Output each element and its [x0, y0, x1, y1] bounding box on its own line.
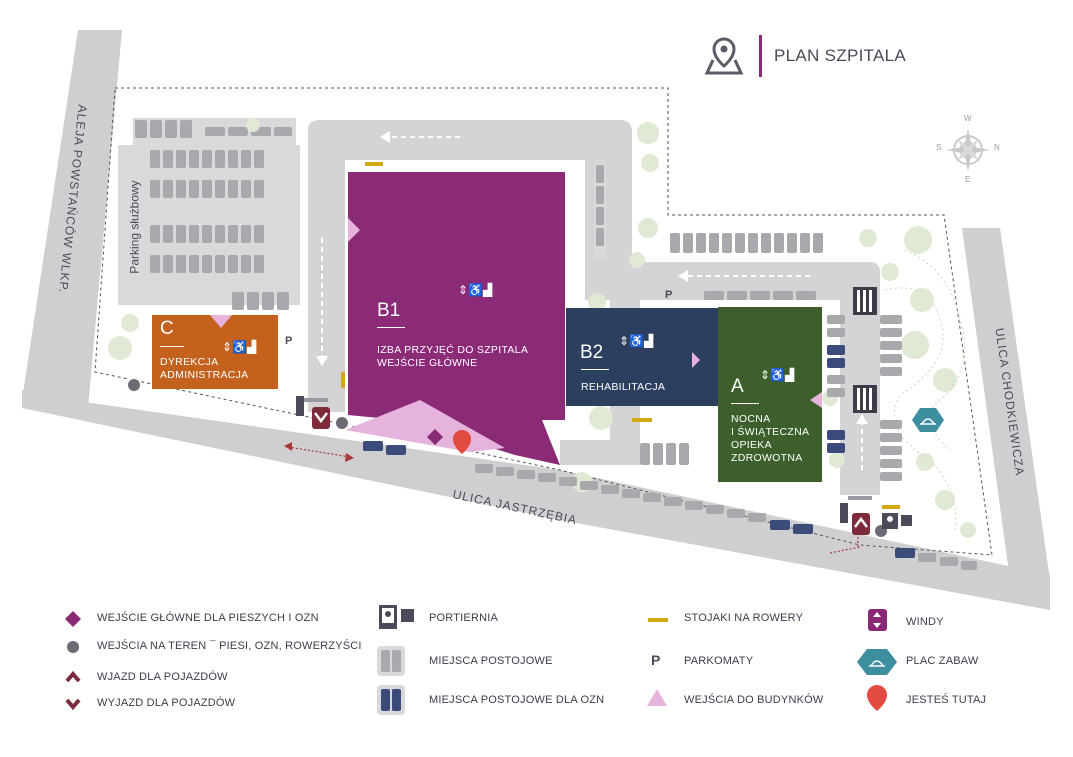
legend-parkomats-label: PARKOMATY — [684, 655, 754, 667]
building-a-letter: A — [731, 376, 744, 397]
trees — [108, 118, 976, 538]
b2-amenity-icons: ⇕♿▟ — [619, 334, 654, 348]
building-b1 — [348, 172, 565, 465]
building-b1-rule — [377, 327, 405, 328]
legend-ozn-parking-label: MIEJSCA POSTOJOWE DLA OZN — [429, 694, 605, 706]
legend-ozn-parking: MIEJSCA POSTOJOWE DLA OZN — [429, 694, 604, 706]
porter-lodge — [882, 513, 912, 529]
bike-racks — [341, 162, 900, 509]
legend-parkomats: PARKOMATY — [684, 655, 753, 667]
legend-main-entrance: WEJŚCIE GŁÓWNE DLA PIESZYCH I OZN — [97, 612, 319, 624]
header-divider — [759, 35, 762, 77]
legend-vehicle-exit: WYJAZD DLA POJAZDÓW — [97, 697, 235, 709]
building-c-name: DYREKCJA ADMINISTRACJA — [160, 356, 249, 382]
parkomat-marker: P — [665, 289, 673, 301]
legend-site-entrance-label: WEJŚCIA NA TEREN ¯ PIESI, OZN, ROWERZYŚC… — [97, 640, 362, 652]
vehicle-markers — [312, 407, 870, 535]
legend-vehicle-entry: WJAZD DLA POJAZDÓW — [97, 671, 228, 683]
building-a-line2: I ŚWIĄTECZNA — [731, 426, 810, 438]
street-chodkiewicza — [962, 228, 1050, 580]
legend-porter: PORTIERNIA — [429, 612, 498, 624]
b2-connector — [690, 308, 718, 406]
legend-porter-label: PORTIERNIA — [429, 612, 499, 624]
staff-parking-label: Parking służbowy — [127, 180, 142, 274]
building-b2-rule — [581, 369, 609, 370]
building-b2-name: REHABILITACJA — [581, 381, 666, 393]
building-b1-name: IZBA PRZYJĘĆ DO SZPITALA WEJŚCIE GŁÓWNE — [377, 344, 528, 370]
legend-you-are-here: JESTEŚ TUTAJ — [906, 694, 986, 706]
barriers — [296, 396, 872, 523]
building-b2-letter: B2 — [580, 342, 604, 363]
building-a-name: NOCNA I ŚWIĄTECZNA OPIEKA ZDROWOTNA — [731, 413, 809, 465]
building-b1-line2: WEJŚCIE GŁÓWNE — [377, 357, 478, 369]
legend-bike-racks: STOJAKI NA ROWERY — [684, 612, 803, 624]
street-jastrzebia — [22, 390, 1050, 610]
legend-parking-label: MIEJSCA POSTOJOWE — [429, 655, 553, 667]
street-parking-spots — [475, 464, 977, 570]
compass-rose — [946, 128, 990, 172]
building-c-rule — [160, 346, 184, 347]
playground-map-icon — [912, 408, 944, 432]
legend-building-entrances: WEJŚCIA DO BUDYNKÓW — [684, 694, 823, 706]
street-aleja-powstancow — [22, 30, 122, 408]
main-entrance — [427, 429, 471, 454]
legend-elevators-label: WINDY — [906, 616, 944, 628]
traffic-arrowheads — [316, 131, 868, 424]
building-a-line4: ZDROWOTNA — [731, 452, 803, 464]
crosswalk — [853, 287, 877, 413]
staff-parking-spots — [135, 120, 292, 310]
b1-entrance-triangle — [348, 218, 360, 242]
pedestrian-crossing-heads — [284, 442, 354, 462]
building-c — [152, 315, 278, 389]
parkomat-icon: P — [651, 652, 661, 668]
legend-site-entrance: WEJŚCIA NA TEREN ¯ PIESI, OZN, ROWERZYŚC… — [97, 640, 362, 652]
building-a — [718, 307, 822, 482]
parkomat-marker: P — [285, 335, 293, 347]
c-amenity-icons: ⇕♿▟ — [222, 340, 257, 354]
legend-playground: PLAC ZABAW — [906, 655, 979, 667]
legend-main-entrance-label: WEJŚCIE GŁÓWNE DLA PIESZYCH I OZN — [97, 612, 319, 624]
traffic-arrows — [321, 136, 863, 470]
c-entrance-triangle — [210, 315, 232, 328]
compass-w: W — [964, 114, 972, 123]
map-header: PLAN SZPITALA — [703, 34, 906, 78]
right-parking-spots — [594, 160, 902, 481]
legend-bike-racks-label: STOJAKI NA ROWERY — [684, 612, 804, 624]
building-b1-letter: B1 — [377, 300, 401, 321]
building-c-line1: DYREKCJA — [160, 356, 219, 368]
building-c-letter: C — [160, 318, 174, 339]
a-entrance-triangle — [810, 392, 822, 408]
compass-n: N — [994, 143, 1000, 152]
ozn-parking-spots — [363, 345, 915, 558]
legend-you-are-here-label: JESTEŚ TUTAJ — [906, 694, 987, 706]
legend-vehicle-exit-label: WYJAZD DLA POJAZDÓW — [97, 697, 236, 709]
compass-s: S — [936, 143, 942, 152]
compass-e: E — [965, 175, 971, 184]
site-boundary — [94, 87, 993, 556]
pedestrian-entrances — [126, 377, 889, 539]
building-b2 — [566, 308, 692, 406]
building-a-line1: NOCNA — [731, 413, 771, 425]
legend-parking: MIEJSCA POSTOJOWE — [429, 655, 553, 667]
b2-entrance-triangle — [692, 352, 700, 368]
building-a-line3: OPIEKA — [731, 439, 772, 451]
legend-icons — [65, 605, 897, 715]
building-b1-line1: IZBA PRZYJĘĆ DO SZPITALA — [377, 344, 529, 356]
page-title: PLAN SZPITALA — [774, 46, 907, 65]
a-amenity-icons: ⇕♿▟ — [760, 368, 795, 382]
building-a-rule — [731, 403, 759, 404]
b1-amenity-icons: ⇕♿▟ — [458, 283, 493, 297]
legend-building-entrances-label: WEJŚCIA DO BUDYNKÓW — [684, 694, 824, 706]
legend-playground-label: PLAC ZABAW — [906, 655, 979, 667]
pedestrian-crossings — [287, 446, 861, 554]
map-pin-icon — [704, 37, 744, 75]
legend-vehicle-entry-label: WJAZD DLA POJAZDÓW — [97, 671, 228, 683]
legend-elevators: WINDY — [906, 616, 944, 628]
building-c-line2: ADMINISTRACJA — [160, 369, 249, 381]
